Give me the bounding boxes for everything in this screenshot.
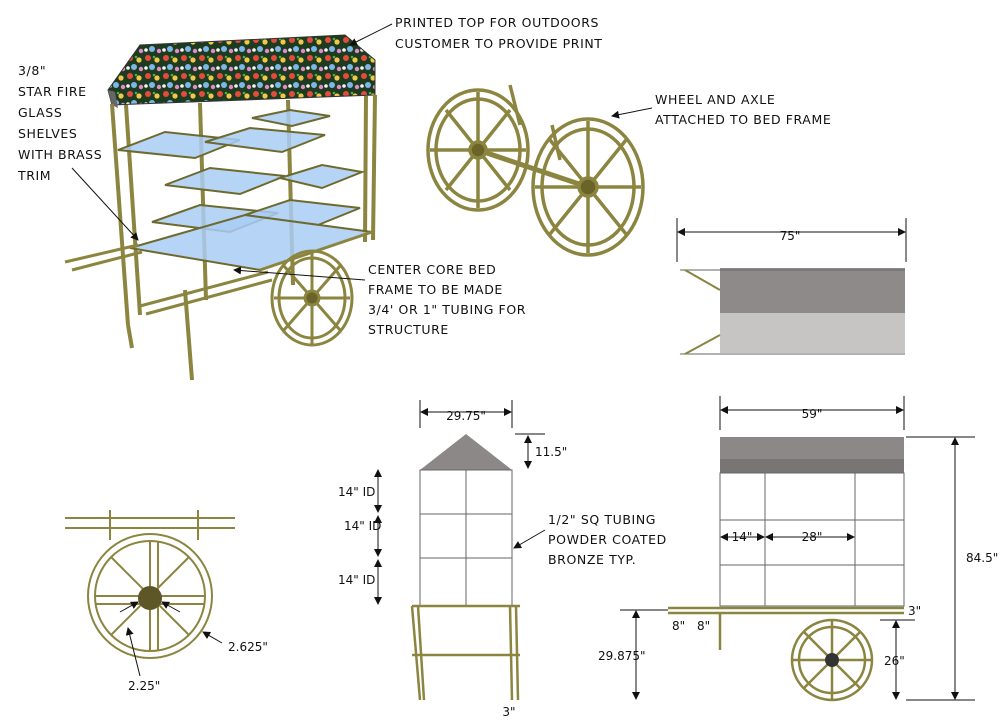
- dim-wheel-height: 26": [884, 654, 905, 668]
- note-tubing-line1: 1/2" SQ TUBING: [548, 512, 656, 527]
- dim-hub-inner: 2.25": [128, 679, 160, 693]
- wheel-axle-view: [426, 84, 645, 257]
- front-view: 29.75" 11.5" 14" ID 14" ID 14" ID 3": [338, 400, 567, 719]
- note-core-line2: FRAME TO BE MADE: [368, 282, 503, 297]
- wheel-detail-view: 2.625" 2.25": [65, 510, 268, 693]
- note-glass-line3: GLASS: [18, 105, 62, 120]
- cart-wheel-3d: [270, 249, 354, 347]
- note-glass-shelves: 3/8" STAR FIRE GLASS SHELVES WITH BRASS …: [17, 63, 139, 241]
- note-tubing-line2: POWDER COATED: [548, 532, 667, 547]
- note-glass-line6: TRIM: [17, 168, 51, 183]
- dim-bed-height: 29.875": [598, 649, 646, 663]
- dim-top-width: 75": [780, 229, 801, 243]
- note-core-line3: 3/4' OR 1" TUBING FOR: [368, 302, 526, 317]
- note-tubing: 1/2" SQ TUBING POWDER COATED BRONZE TYP.: [513, 512, 667, 567]
- glass-shelves: [117, 108, 373, 272]
- note-glass-line4: SHELVES: [18, 126, 77, 141]
- dim-hub-outer: 2.625": [228, 640, 268, 654]
- printed-top-roof: [107, 34, 376, 106]
- note-center-core: CENTER CORE BED FRAME TO BE MADE 3/4' OR…: [233, 262, 526, 337]
- dim-frame-offset: 3": [908, 604, 921, 618]
- note-printed-top: PRINTED TOP FOR OUTDOORS CUSTOMER TO PRO…: [349, 15, 603, 51]
- note-tubing-line3: BRONZE TYP.: [548, 552, 636, 567]
- note-glass-line1: 3/8": [18, 63, 46, 78]
- note-wheel-line1: WHEEL AND AXLE: [655, 92, 775, 107]
- note-glass-line2: STAR FIRE: [18, 84, 87, 99]
- dim-total-height: 84.5": [966, 551, 998, 565]
- dim-leg-bottom: 3": [502, 705, 515, 719]
- note-printed-top-line2: CUSTOMER TO PROVIDE PRINT: [395, 36, 603, 51]
- dim-handle-right: 8": [697, 619, 710, 633]
- dim-front-width: 29.75": [446, 409, 486, 423]
- dim-side-width: 59": [802, 407, 823, 421]
- note-printed-top-line1: PRINTED TOP FOR OUTDOORS: [395, 15, 599, 30]
- dim-shelf-1: 14" ID: [338, 485, 375, 499]
- top-view: 75": [676, 218, 907, 355]
- dim-shelf-2: 14" ID: [344, 519, 381, 533]
- side-view: 59" 14" 28" 84.5" 3" 26" 8" 8" 29.875": [598, 396, 998, 702]
- note-wheel-line2: ATTACHED TO BED FRAME: [655, 112, 831, 127]
- dim-bay-large: 28": [802, 530, 823, 544]
- note-core-line4: STRUCTURE: [368, 322, 449, 337]
- note-core-line1: CENTER CORE BED: [368, 262, 496, 277]
- note-wheel-axle: WHEEL AND AXLE ATTACHED TO BED FRAME: [611, 92, 831, 127]
- dim-handle-left: 8": [672, 619, 685, 633]
- cart-perspective-view: [64, 34, 377, 381]
- dim-shelf-3: 14" ID: [338, 573, 375, 587]
- note-glass-line5: WITH BRASS: [18, 147, 102, 162]
- dim-roof-height: 11.5": [535, 445, 567, 459]
- dim-bay-small: 14": [732, 530, 753, 544]
